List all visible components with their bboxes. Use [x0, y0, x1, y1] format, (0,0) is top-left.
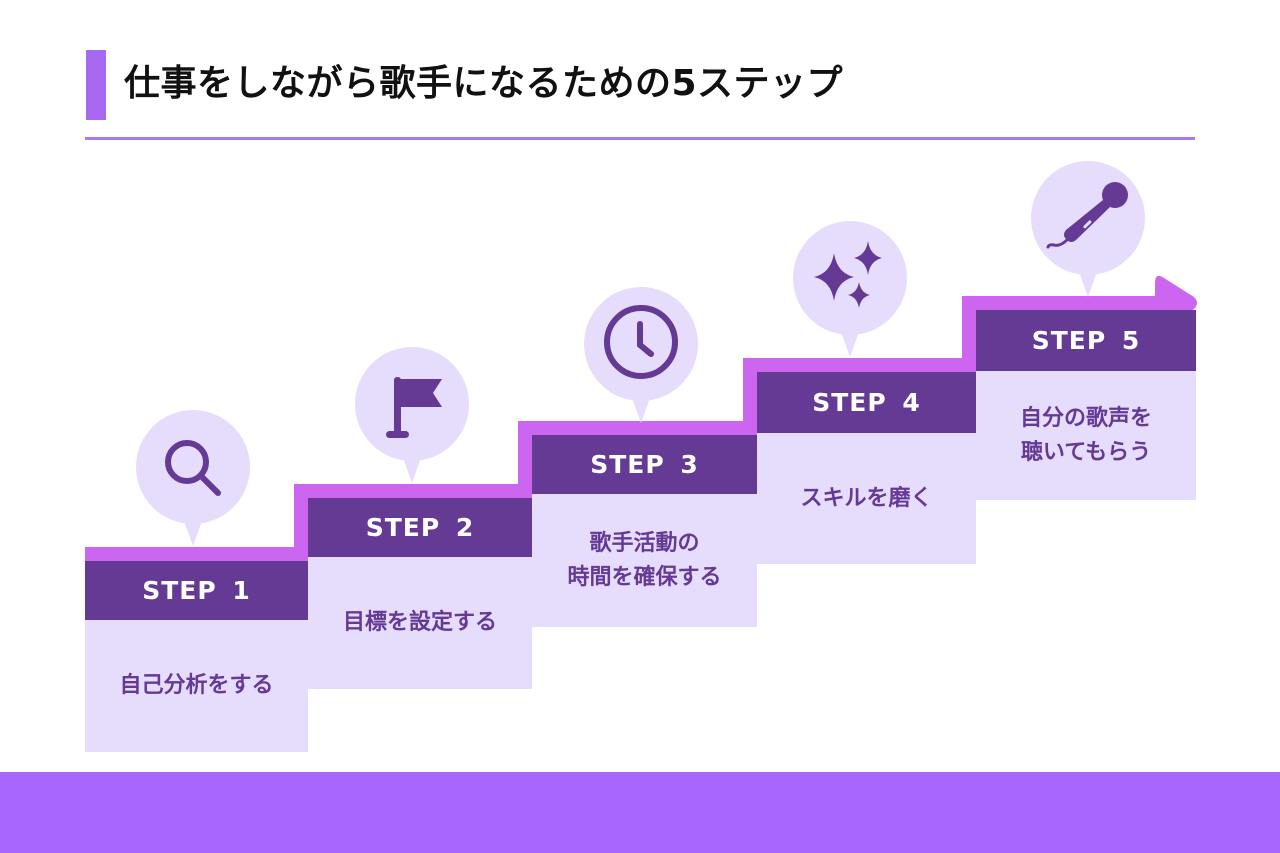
step-2-header: STEP 2: [308, 498, 532, 557]
step-4-bubble: [793, 221, 907, 357]
search-icon: [165, 440, 221, 496]
step-1-text: 自己分析をする: [119, 673, 274, 698]
step-3-text: 歌手活動の 時間を確保する: [567, 530, 722, 590]
title-divider: [85, 137, 1195, 140]
stair-line: [85, 296, 1160, 561]
step-1-label: STEP 1: [142, 576, 251, 605]
step-5-text: 自分の歌声を 聴いてもらう: [1019, 405, 1152, 465]
step-3-body: 歌手活動の 時間を確保する: [532, 494, 757, 627]
step-3-header: STEP 3: [532, 435, 757, 494]
flag-icon: [386, 377, 442, 438]
title-accent-bar: [86, 50, 106, 120]
step-2-bubble: [355, 347, 469, 483]
step-1-header: STEP 1: [85, 561, 308, 620]
step-3-label: STEP 3: [590, 450, 699, 479]
step-1-bubble: [136, 410, 250, 546]
step-2-label: STEP 2: [365, 513, 475, 542]
step-4-header: STEP 4: [757, 372, 976, 433]
step-3-bubble: [584, 287, 698, 423]
step-4-body: スキルを磨く: [757, 433, 976, 564]
step-1-body: 自己分析をする: [85, 620, 308, 752]
step-4-text: スキルを磨く: [800, 485, 933, 511]
step-5-body: 自分の歌声を 聴いてもらう: [976, 371, 1196, 500]
step-5-label: STEP 5: [1031, 326, 1141, 355]
step-4-label: STEP 4: [812, 388, 921, 417]
clock-icon: [604, 305, 678, 379]
step-5-bubble: [1031, 161, 1145, 297]
footer-band: [0, 772, 1280, 853]
sparkles-icon: [814, 241, 882, 308]
step-2-body: 目標を設定する: [308, 557, 532, 689]
microphone-icon: [1046, 182, 1128, 249]
step-2-text: 目標を設定する: [342, 610, 497, 635]
step-5-header: STEP 5: [976, 310, 1196, 371]
page-title: 仕事をしながら歌手になるための5ステップ: [124, 63, 844, 104]
